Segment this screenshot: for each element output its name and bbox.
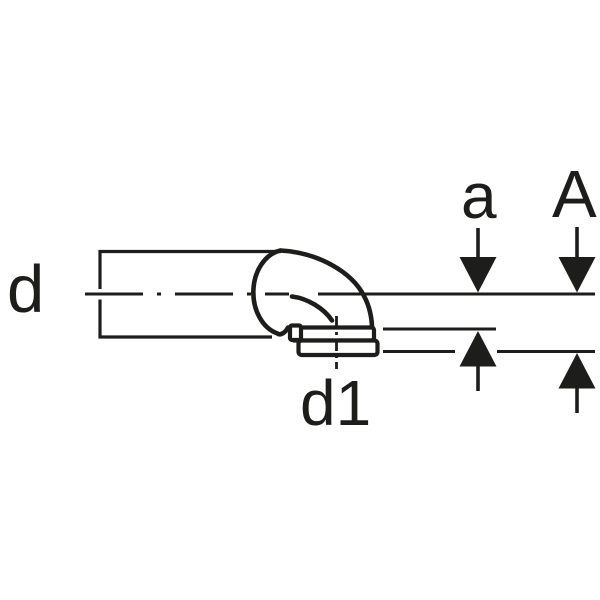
spigot-rings bbox=[287, 323, 380, 358]
label-offset-A: A bbox=[552, 157, 597, 232]
label-pipe-diameter-d: d bbox=[7, 252, 44, 327]
arrow-a-up-head bbox=[459, 331, 497, 367]
label-offset-a: a bbox=[461, 160, 497, 232]
arrow-A-down-head bbox=[558, 257, 596, 293]
dimension-lines bbox=[318, 292, 595, 353]
spigot-ring-lower bbox=[296, 338, 380, 358]
arrow-a-down-head bbox=[459, 257, 497, 293]
bend-outer-arc bbox=[278, 248, 375, 335]
bend-inner-arc bbox=[289, 294, 335, 323]
pipe-outline bbox=[98, 249, 281, 339]
arrow-A-up-head bbox=[558, 353, 596, 389]
bend-fitting-outline bbox=[251, 248, 375, 337]
pipe-top-left-edge bbox=[98, 249, 281, 289]
pipe-bottom-left-edge bbox=[98, 299, 272, 339]
label-outlet-diameter-d1: d1 bbox=[300, 367, 371, 439]
dimension-arrows bbox=[459, 227, 596, 413]
socket-bead-arc bbox=[251, 248, 291, 337]
spigot-seal-lip bbox=[287, 323, 304, 343]
